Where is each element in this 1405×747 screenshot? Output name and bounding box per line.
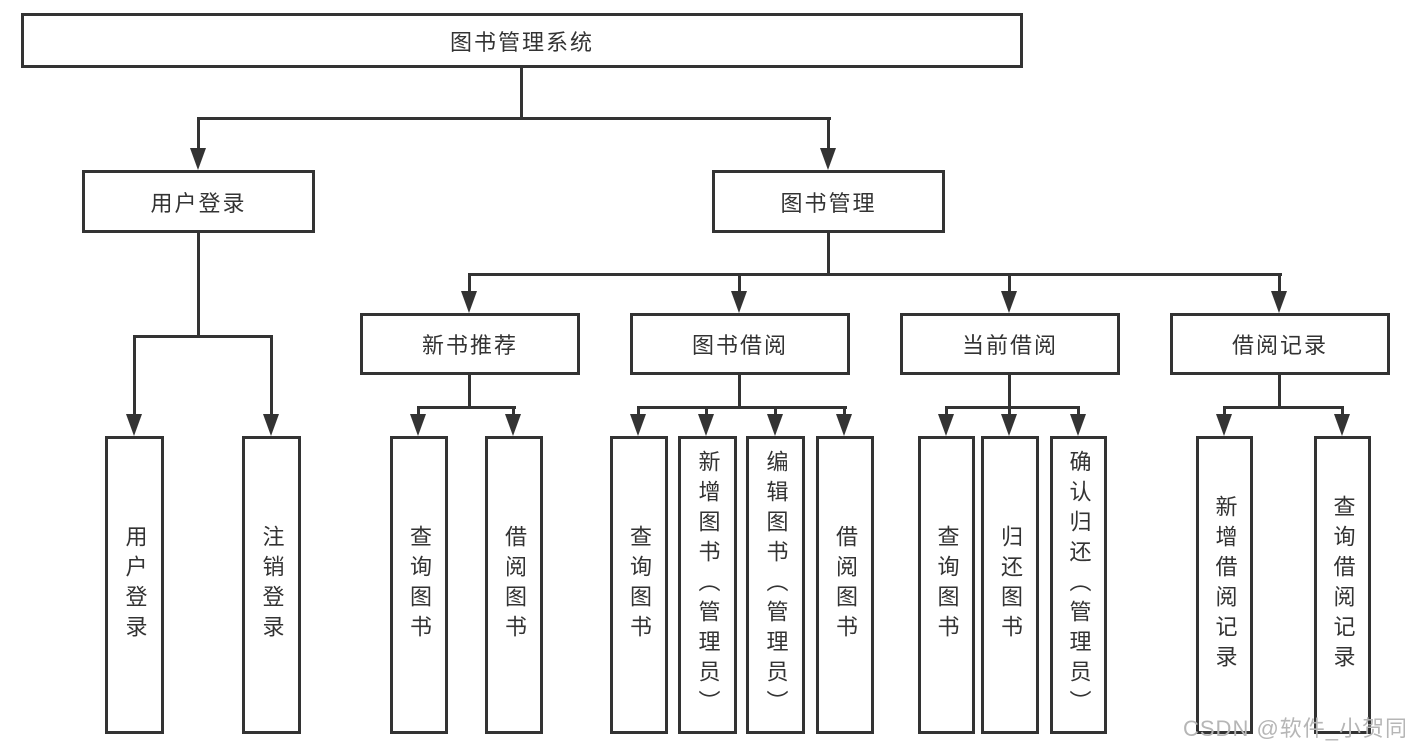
node-logout-action: 注销登录	[242, 436, 301, 734]
node-rec-query-books: 查询图书	[390, 436, 448, 734]
node-current-borrow: 当前借阅	[900, 313, 1120, 375]
connector-line	[270, 335, 273, 420]
arrowhead-icon	[1001, 414, 1017, 436]
node-current-query-books-label: 查询图书	[934, 525, 960, 645]
arrowhead-icon	[1001, 291, 1017, 313]
connector-line	[637, 406, 847, 409]
node-user-login-label: 用户登录	[150, 190, 247, 216]
arrowhead-icon	[1216, 414, 1232, 436]
arrowhead-icon	[938, 414, 954, 436]
node-borrow-edit-books: 编辑图书（管理员）	[746, 436, 805, 734]
connector-line	[197, 233, 200, 338]
arrowhead-icon	[836, 414, 852, 436]
arrowhead-icon	[263, 414, 279, 436]
node-root: 图书管理系统	[21, 13, 1023, 68]
node-borrow-borrow-books-label: 借阅图书	[833, 525, 858, 645]
node-rec-query-books-label: 查询图书	[407, 525, 432, 645]
node-borrow-borrow-books: 借阅图书	[816, 436, 874, 734]
arrowhead-icon	[767, 414, 783, 436]
node-book-borrow: 图书借阅	[630, 313, 850, 375]
node-borrow-query-books-label: 查询图书	[627, 525, 652, 645]
connector-line	[468, 273, 471, 298]
node-user-login-action-label: 用户登录	[122, 525, 148, 645]
connector-line	[738, 374, 741, 409]
node-rec-borrow-books: 借阅图书	[485, 436, 543, 734]
connector-line	[827, 117, 830, 157]
node-records-query-record-label: 查询借阅记录	[1330, 495, 1356, 675]
connector-line	[738, 273, 741, 298]
node-new-book-recommend: 新书推荐	[360, 313, 580, 375]
node-borrow-records: 借阅记录	[1170, 313, 1390, 375]
arrowhead-icon	[1271, 291, 1287, 313]
node-borrow-query-books: 查询图书	[610, 436, 668, 734]
arrowhead-icon	[126, 414, 142, 436]
node-book-management-label: 图书管理	[780, 190, 877, 216]
connector-line	[133, 335, 136, 420]
node-borrow-add-books-label: 新增图书（管理员）	[695, 450, 721, 720]
arrowhead-icon	[731, 291, 747, 313]
node-user-login-action: 用户登录	[105, 436, 164, 734]
connector-line	[417, 406, 516, 409]
arrowhead-icon	[190, 148, 206, 170]
arrowhead-icon	[820, 148, 836, 170]
node-borrow-records-label: 借阅记录	[1231, 333, 1328, 358]
arrowhead-icon	[698, 414, 714, 436]
arrowhead-icon	[461, 291, 477, 313]
node-borrow-add-books: 新增图书（管理员）	[678, 436, 737, 734]
node-current-confirm-return: 确认归还（管理员）	[1050, 436, 1107, 734]
node-new-book-recommend-label: 新书推荐	[421, 333, 518, 358]
arrowhead-icon	[410, 414, 426, 436]
connector-line	[133, 335, 273, 338]
connector-line	[1223, 406, 1343, 409]
connector-line	[468, 273, 1282, 276]
node-records-query-record: 查询借阅记录	[1314, 436, 1371, 734]
node-current-query-books: 查询图书	[918, 436, 975, 734]
arrowhead-icon	[630, 414, 646, 436]
node-root-label: 图书管理系统	[449, 29, 594, 55]
node-current-return-books: 归还图书	[981, 436, 1039, 734]
connector-line	[945, 406, 1080, 409]
node-user-login: 用户登录	[82, 170, 315, 233]
watermark-text: CSDN @软件_小贺同学	[1183, 716, 1405, 741]
connector-line	[197, 117, 200, 157]
node-book-management: 图书管理	[712, 170, 945, 233]
connector-line	[1278, 273, 1281, 298]
connector-line	[1008, 273, 1011, 298]
connector-line	[468, 374, 471, 409]
connector-line	[520, 68, 523, 119]
connector-line	[197, 117, 831, 120]
arrowhead-icon	[505, 414, 521, 436]
node-rec-borrow-books-label: 借阅图书	[502, 525, 527, 645]
node-current-borrow-label: 当前借阅	[961, 333, 1058, 358]
node-records-add-record-label: 新增借阅记录	[1212, 495, 1238, 675]
node-book-borrow-label: 图书借阅	[691, 333, 788, 358]
arrowhead-icon	[1070, 414, 1086, 436]
node-records-add-record: 新增借阅记录	[1196, 436, 1253, 734]
connector-line	[1278, 374, 1281, 409]
node-logout-action-label: 注销登录	[259, 525, 285, 645]
node-current-confirm-return-label: 确认归还（管理员）	[1066, 450, 1092, 720]
node-borrow-edit-books-label: 编辑图书（管理员）	[763, 450, 789, 720]
connector-line	[1008, 374, 1011, 409]
connector-line	[827, 233, 830, 275]
node-current-return-books-label: 归还图书	[998, 525, 1023, 645]
arrowhead-icon	[1334, 414, 1350, 436]
